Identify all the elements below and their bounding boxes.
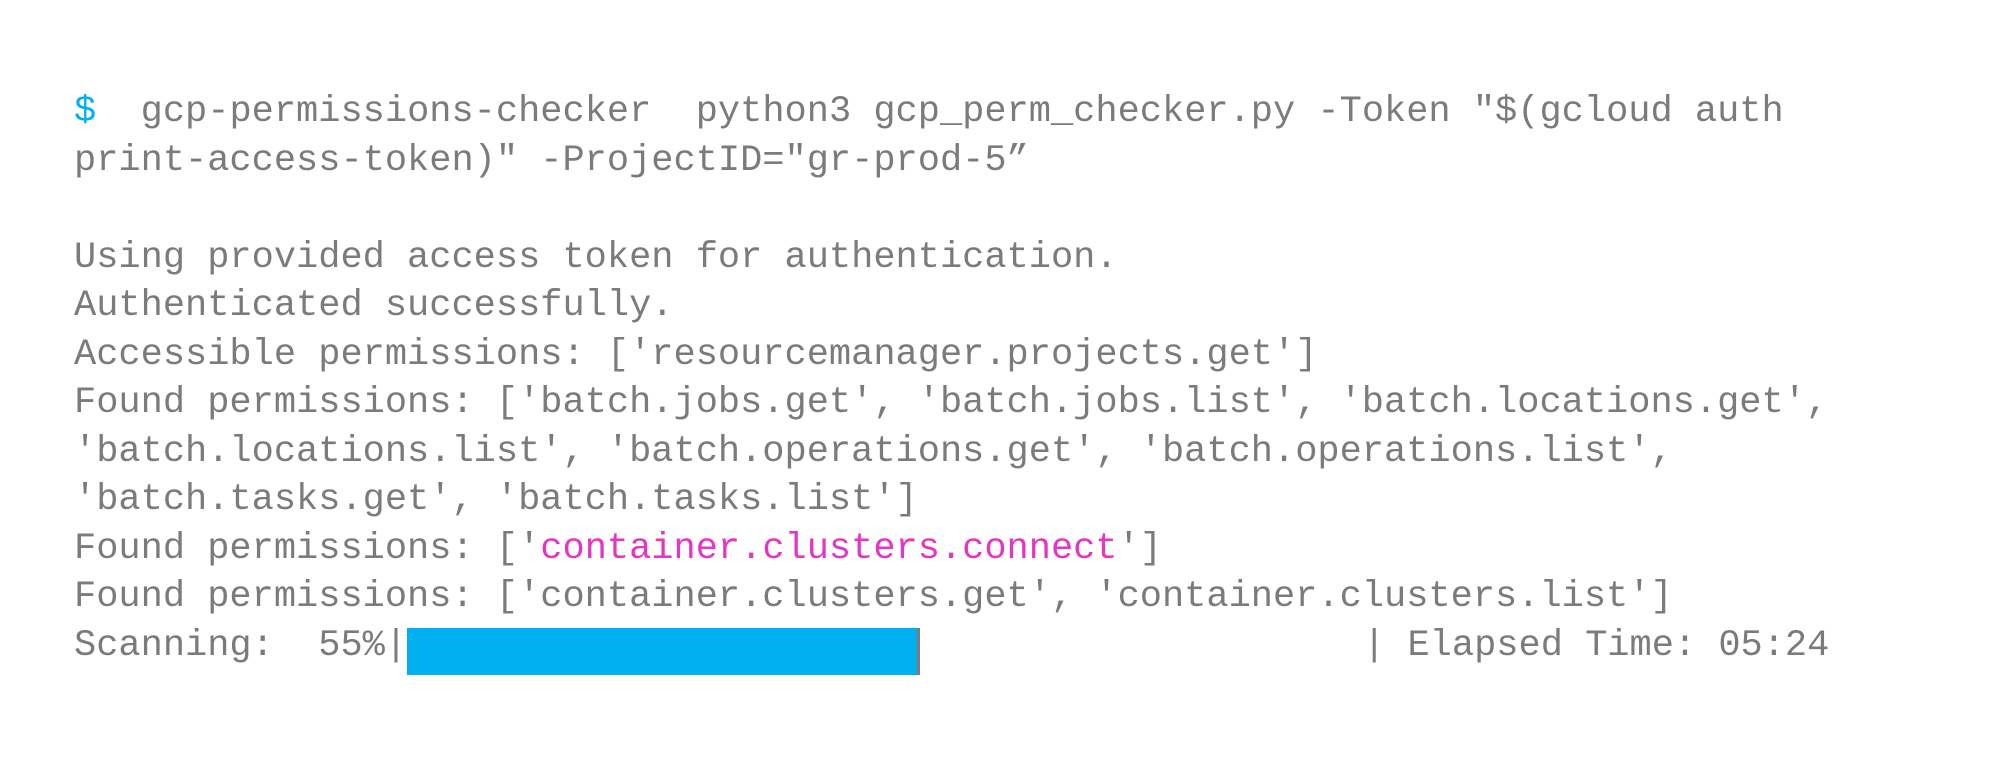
- output-line: Found permissions: ['container.clusters.…: [74, 576, 1673, 618]
- prompt-symbol: $: [74, 91, 97, 133]
- progress-bar: [407, 622, 1363, 675]
- output-line: 'batch.locations.list', 'batch.operation…: [74, 430, 1673, 473]
- highlight-suffix: ']: [1117, 527, 1162, 570]
- progress-elapsed: | Elapsed Time: 05:24: [1363, 624, 1830, 667]
- highlight-prefix: Found permissions: [': [74, 527, 541, 570]
- highlighted-permission: container.clusters.connect: [540, 527, 1118, 570]
- output-line: Accessible permissions: ['resourcemanage…: [74, 333, 1318, 376]
- output-line: Authenticated successfully.: [74, 285, 674, 327]
- command-line: $ gcp-permissions-checker python3 gcp_pe…: [74, 88, 1829, 137]
- progress-bar-fill: [407, 627, 918, 675]
- output-line: Found permissions: ['batch.jobs.get', 'b…: [74, 382, 1829, 424]
- progress-label: Scanning: 55%|: [74, 624, 408, 667]
- output-line-highlighted: Found permissions: ['container.clusters.…: [74, 525, 1829, 574]
- terminal-output: $ gcp-permissions-checker python3 gcp_pe…: [74, 88, 1830, 675]
- progress-bar-edge: [917, 627, 921, 675]
- command-text: gcp-permissions-checker python3 gcp_perm…: [96, 91, 1784, 133]
- output-line: Using provided access token for authenti…: [74, 236, 1118, 279]
- output-line: 'batch.tasks.get', 'batch.tasks.list']: [74, 479, 918, 521]
- progress-line: Scanning: 55%| | Elapsed Time: 05:24: [74, 622, 1830, 675]
- command-line-continued: print-access-token)" -ProjectID="gr-prod…: [74, 139, 1029, 182]
- blank-line: [74, 185, 1829, 234]
